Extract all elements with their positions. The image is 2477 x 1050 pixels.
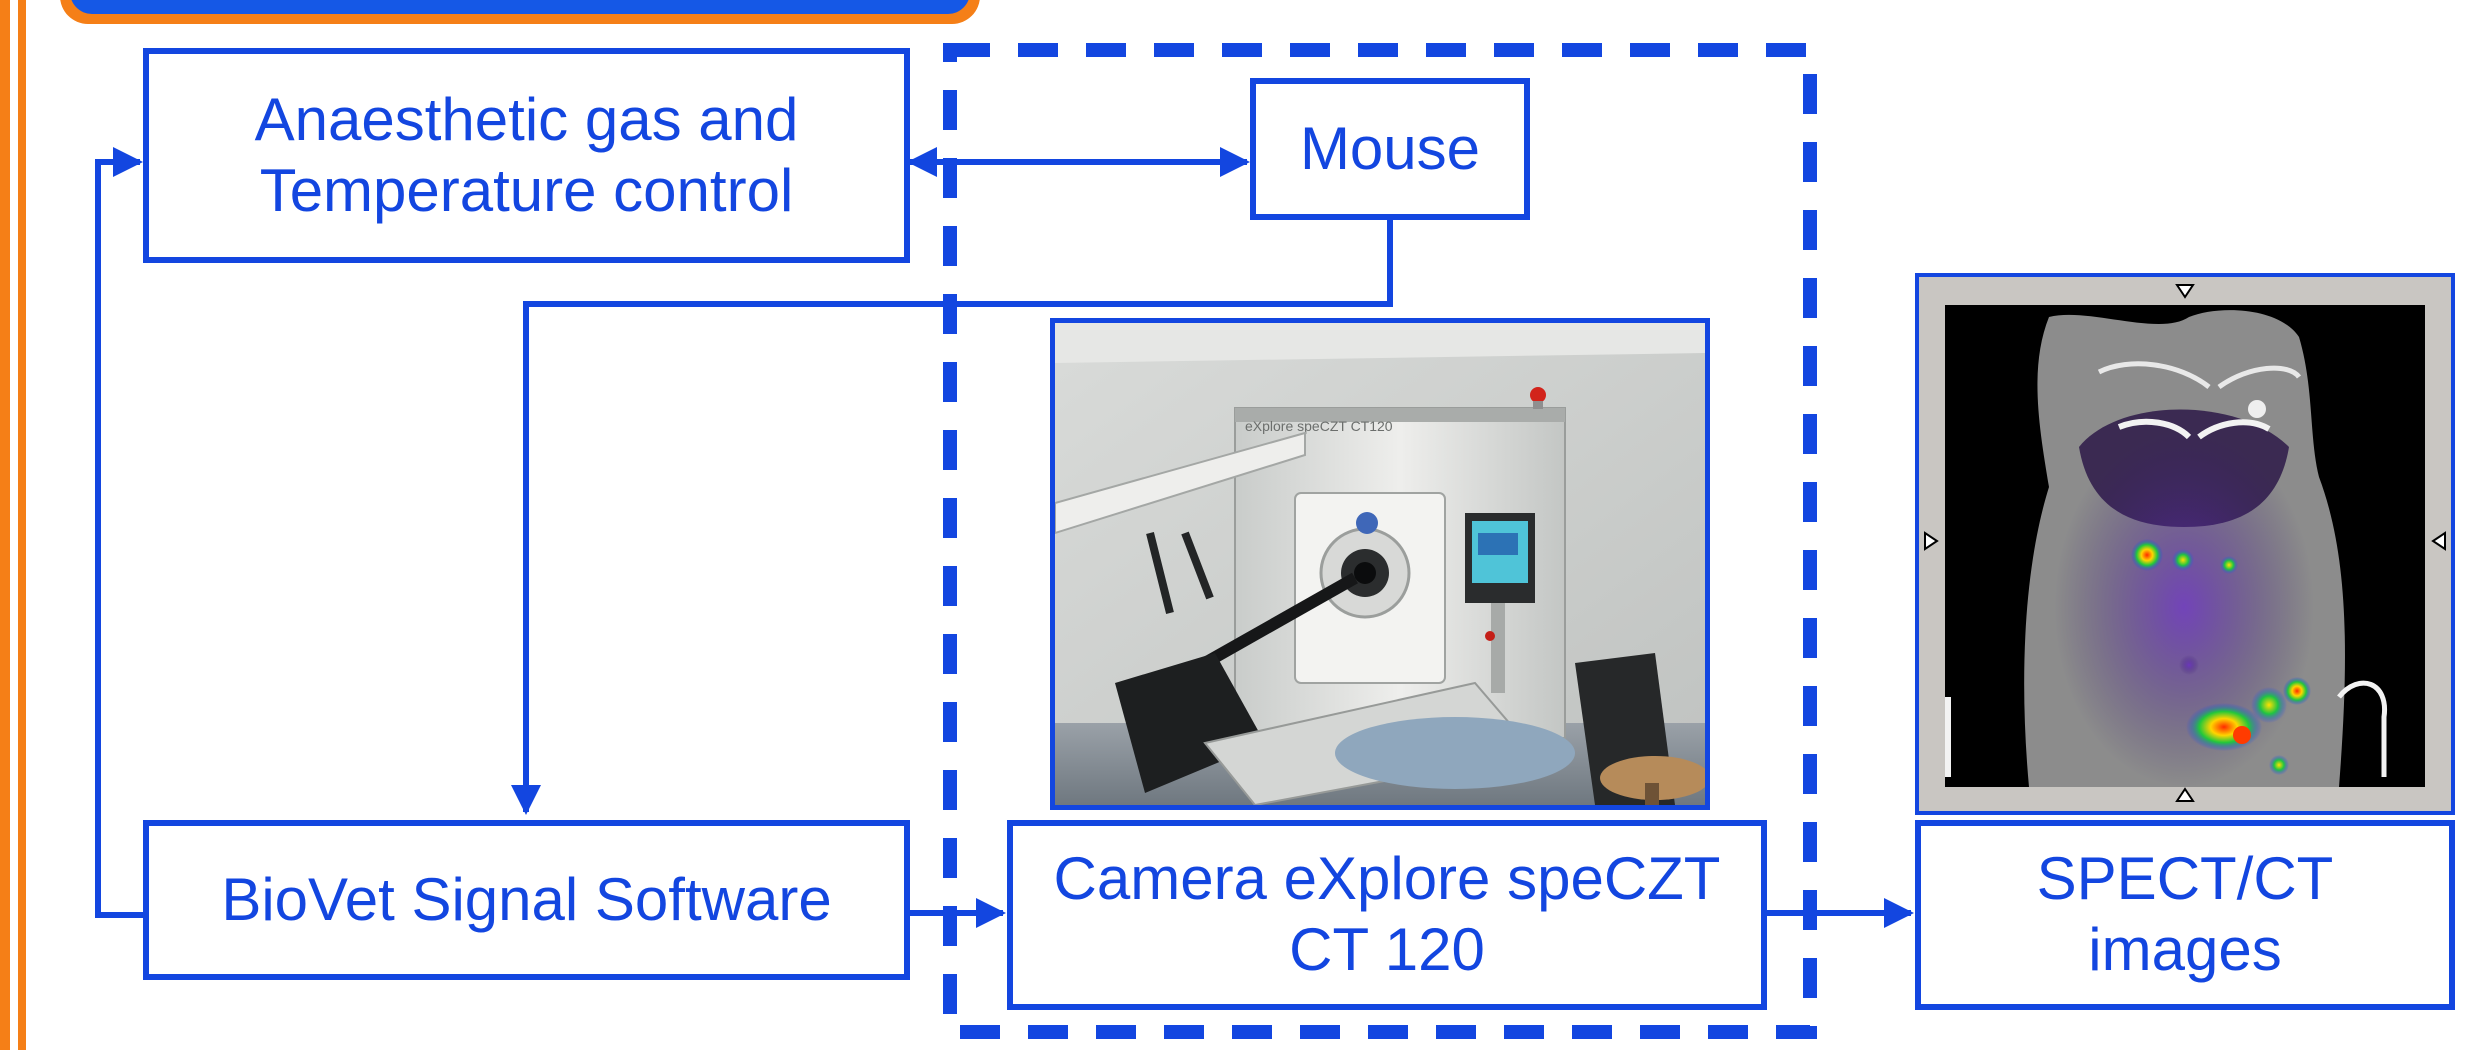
biovet-software-box: BioVet Signal Software (143, 820, 910, 980)
spect-ct-scan-illustration (1924, 284, 2446, 802)
header-panel-fragment (60, 0, 980, 24)
biovet-label: BioVet Signal Software (221, 865, 832, 933)
anaesthetic-temperature-box: Anaesthetic gas and Temperature control (143, 48, 910, 263)
spect-ct-images-box: SPECT/CT images (1915, 820, 2455, 1010)
arrow-mouse-biovet (511, 218, 1393, 815)
scanner-photo: eXplore speCZT CT120 (1050, 318, 1710, 810)
spect-label-line2: images (2088, 916, 2282, 983)
camera-label-line1: Camera eXplore speCZT (1053, 845, 1721, 913)
spect-ct-image (1915, 273, 2455, 815)
anaesthetic-label-line2: Temperature control (259, 156, 794, 224)
mouse-label: Mouse (1299, 114, 1481, 182)
spect-label-line1: SPECT/CT (2036, 845, 2334, 913)
mouse-box: Mouse (1250, 78, 1530, 220)
scanner-illustration: eXplore speCZT CT120 (1055, 323, 1705, 805)
camera-box: Camera eXplore speCZT CT 120 (1007, 820, 1767, 1010)
scanner-caption: eXplore speCZT CT120 (1245, 418, 1393, 434)
anaesthetic-label-line1: Anaesthetic gas and (254, 85, 799, 153)
camera-label-line2: CT 120 (1289, 916, 1485, 983)
arrow-biovet-anaesthetic (95, 147, 145, 918)
camera-system-boundary (943, 43, 1817, 1039)
